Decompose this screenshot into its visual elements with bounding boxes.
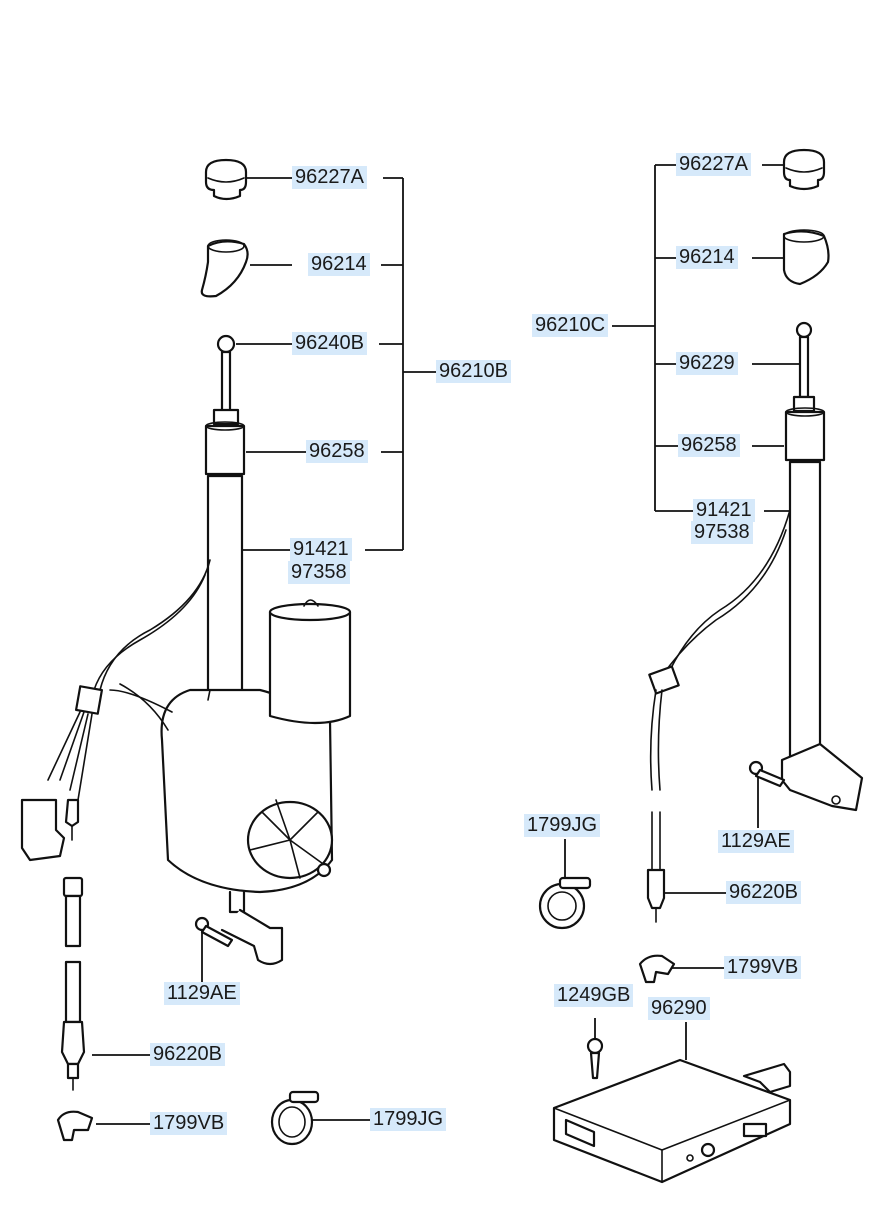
left-clamp-1799JG bbox=[270, 1090, 320, 1146]
callout-left-97358[interactable]: 97358 bbox=[288, 561, 350, 584]
callout-left-1129AE[interactable]: 1129AE bbox=[164, 982, 240, 1005]
callout-right-1799VB[interactable]: 1799VB bbox=[724, 956, 802, 979]
left-clip-1799VB bbox=[56, 1110, 94, 1142]
right-cap-96227A bbox=[782, 148, 826, 191]
callout-left-96210B[interactable]: 96210B bbox=[436, 360, 511, 383]
right-clip-1799VB bbox=[638, 954, 676, 984]
right-leader-lines bbox=[564, 164, 800, 1060]
left-cable-96220B bbox=[60, 876, 86, 1091]
right-bezel-96214 bbox=[782, 229, 830, 286]
callout-left-96240B[interactable]: 96240B bbox=[292, 332, 367, 355]
callout-right-96214[interactable]: 96214 bbox=[676, 246, 738, 269]
left-antenna-rod bbox=[204, 334, 246, 702]
right-amplifier-96290 bbox=[552, 1058, 792, 1184]
callout-right-96210C[interactable]: 96210C bbox=[532, 314, 609, 337]
callout-left-96258[interactable]: 96258 bbox=[306, 440, 368, 463]
callout-right-1249GB[interactable]: 1249GB bbox=[554, 984, 634, 1007]
callout-right-96227A[interactable]: 96227A bbox=[676, 153, 751, 176]
left-motor-housing bbox=[160, 599, 352, 966]
callout-right-1129AE[interactable]: 1129AE bbox=[718, 830, 794, 853]
callout-left-91421[interactable]: 91421 bbox=[290, 538, 352, 561]
right-clamp-1799JG bbox=[538, 876, 592, 930]
callout-right-96220B[interactable]: 96220B bbox=[726, 881, 801, 904]
callout-right-96258[interactable]: 96258 bbox=[678, 434, 740, 457]
left-screw-1129AE bbox=[194, 916, 234, 948]
right-cable-96220B bbox=[646, 509, 791, 923]
callout-left-1799JG[interactable]: 1799JG bbox=[370, 1108, 447, 1131]
callout-left-1799VB[interactable]: 1799VB bbox=[150, 1112, 228, 1135]
callout-right-97538[interactable]: 97538 bbox=[691, 521, 753, 544]
callout-left-96214[interactable]: 96214 bbox=[308, 253, 370, 276]
left-bezel-96214 bbox=[200, 239, 249, 298]
callout-right-96290[interactable]: 96290 bbox=[648, 997, 710, 1020]
left-cap-96227A bbox=[204, 158, 248, 201]
right-antenna-rod bbox=[780, 321, 864, 812]
callout-right-91421[interactable]: 91421 bbox=[693, 499, 755, 522]
left-wiring-harness bbox=[20, 559, 211, 862]
callout-right-1799JG[interactable]: 1799JG bbox=[524, 814, 601, 837]
right-screw-1129AE bbox=[748, 760, 786, 788]
callout-left-96220B[interactable]: 96220B bbox=[150, 1043, 225, 1066]
callout-left-96227A[interactable]: 96227A bbox=[292, 166, 367, 189]
right-screw-1249GB bbox=[586, 1037, 604, 1080]
left-leader-lines bbox=[92, 177, 436, 1125]
callout-right-96229[interactable]: 96229 bbox=[676, 352, 738, 375]
